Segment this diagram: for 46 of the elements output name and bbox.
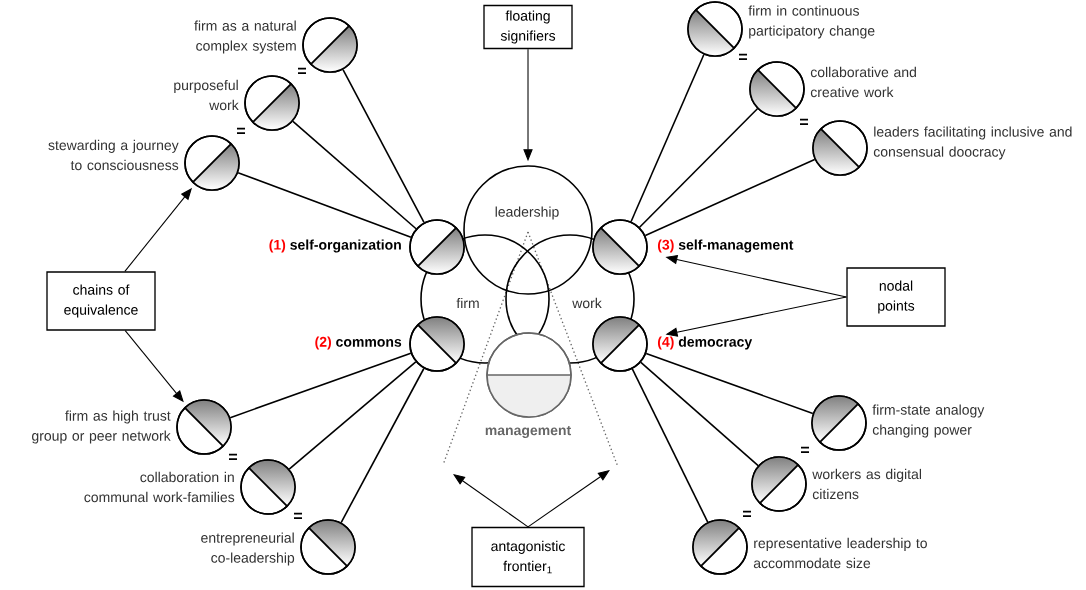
circle-label: workers as digital citizens [812, 468, 921, 500]
circle-label: management [485, 425, 571, 439]
text-box: nodal points [846, 267, 946, 327]
equals-sign: = [298, 67, 306, 74]
nodal-label: (3) self-management [657, 239, 794, 253]
circle-label: work [572, 297, 602, 309]
connector-line [229, 352, 412, 419]
connector-line [237, 171, 412, 239]
connector-line [342, 68, 425, 224]
connector-line [631, 368, 709, 523]
equals-sign: = [739, 53, 747, 60]
circle-label: leadership [495, 206, 559, 220]
circle-label: firm as high trust group or peer network [32, 410, 171, 444]
connector-line [640, 361, 759, 467]
connector-line [644, 158, 816, 237]
text-box: antagonistic frontier$_{1}$ [471, 526, 585, 588]
nodal-label: (2) commons [315, 336, 402, 350]
connector-line [340, 367, 425, 524]
connector-line [638, 107, 759, 229]
nodal-label: (4) democracy [657, 336, 753, 350]
connector-line [288, 361, 417, 470]
equals-sign: = [801, 446, 809, 453]
connector-line [645, 352, 814, 415]
text-box: floating signifiers [483, 4, 573, 50]
equals-sign: = [229, 453, 237, 460]
circle-label: firm-state analogy changing power [872, 404, 985, 438]
circle-label: representative leadership to accommodate size [753, 537, 927, 569]
circle-label: entrepreneurial co-leadership [201, 532, 295, 566]
circle-label: leaders facilitating inclusive and consensual doocracy [873, 126, 1072, 160]
connector-line [292, 120, 417, 230]
circle-label: collaborative and creative work [810, 66, 916, 98]
circle-label: firm as a natural complex system [194, 20, 296, 54]
arrow [527, 470, 610, 528]
equals-sign: = [800, 118, 808, 125]
nodal-label: (1) self-organization [269, 239, 401, 253]
equals-sign: = [294, 512, 302, 519]
text-box: chains of equivalence [46, 271, 156, 331]
connector-line [630, 53, 705, 223]
circle-label: collaboration in communal work-families [84, 471, 235, 503]
circle-label: firm in continuous participatory change [748, 5, 875, 39]
equals-sign: = [743, 510, 751, 517]
circle-label: firm [456, 297, 479, 309]
equals-sign: = [237, 127, 245, 134]
circle-label: purposeful work [174, 79, 239, 111]
arrow [453, 474, 529, 528]
circle-label: stewarding a journey to consciousness [48, 139, 179, 171]
